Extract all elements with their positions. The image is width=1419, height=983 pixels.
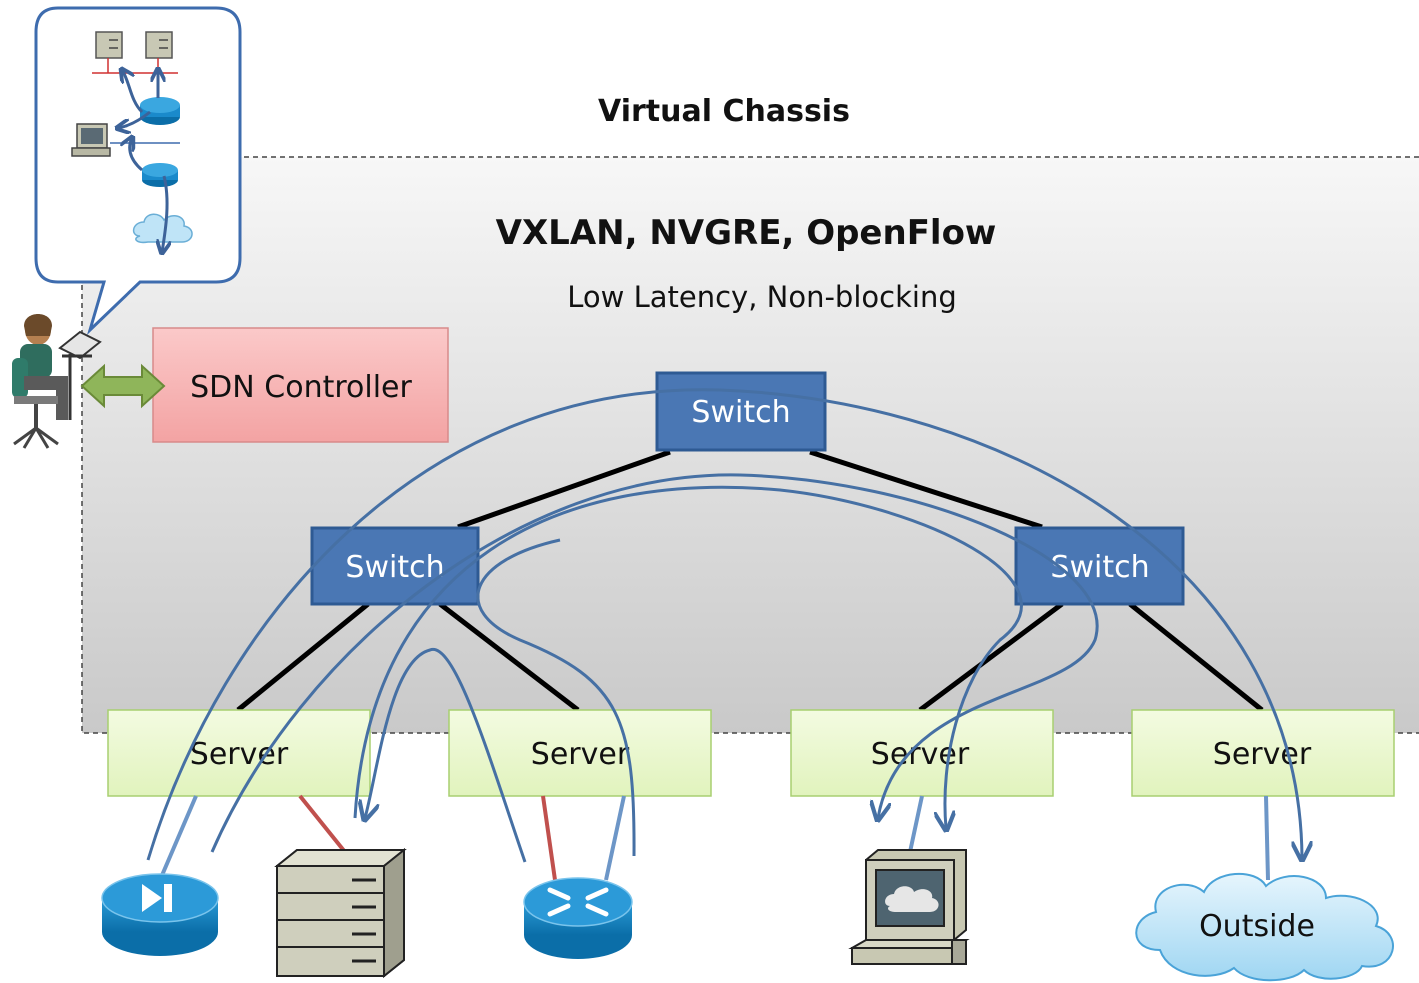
workstation-device-icon	[848, 849, 970, 965]
switch-right-label: Switch	[1050, 550, 1149, 585]
outside-label: Outside	[1199, 909, 1315, 944]
sdn-controller: SDN Controller	[152, 327, 449, 443]
server-tower-icon	[274, 847, 407, 979]
switch-left: Switch	[310, 526, 480, 606]
device-links	[158, 794, 1270, 881]
traffic-flows	[146, 388, 1302, 863]
mini-server-icon	[95, 31, 123, 59]
bidirectional-arrow-icon	[80, 363, 166, 409]
protocols-label: VXLAN, NVGRE, OpenFlow	[496, 213, 997, 253]
server-2-label: Server	[531, 737, 630, 772]
mini-server-icon	[145, 31, 173, 59]
server-4: Server	[1131, 709, 1395, 797]
server-4-label: Server	[1213, 737, 1312, 772]
router-device-icon	[523, 877, 633, 959]
switch-right: Switch	[1014, 526, 1185, 606]
mini-cloud-icon	[132, 213, 193, 244]
server-1: Server	[107, 709, 371, 797]
outside-cloud-icon: Outside	[1135, 873, 1394, 982]
switch-left-label: Switch	[345, 550, 444, 585]
sdn-controller-label: SDN Controller	[190, 370, 412, 405]
switch-top: Switch	[655, 371, 827, 452]
mini-firewall-icon	[142, 163, 178, 187]
mini-router-icon	[140, 97, 180, 125]
properties-label: Low Latency, Non-blocking	[567, 280, 956, 314]
server-2: Server	[448, 709, 712, 797]
admin-view-bubble	[34, 6, 242, 335]
firewall-device-icon	[101, 873, 219, 956]
switch-top-label: Switch	[691, 395, 790, 430]
server-3: Server	[790, 709, 1054, 797]
admin-user-icon	[12, 314, 102, 449]
virtual-chassis-title: Virtual Chassis	[598, 94, 850, 129]
physical-links	[236, 449, 1264, 713]
mini-workstation-icon	[71, 123, 111, 157]
